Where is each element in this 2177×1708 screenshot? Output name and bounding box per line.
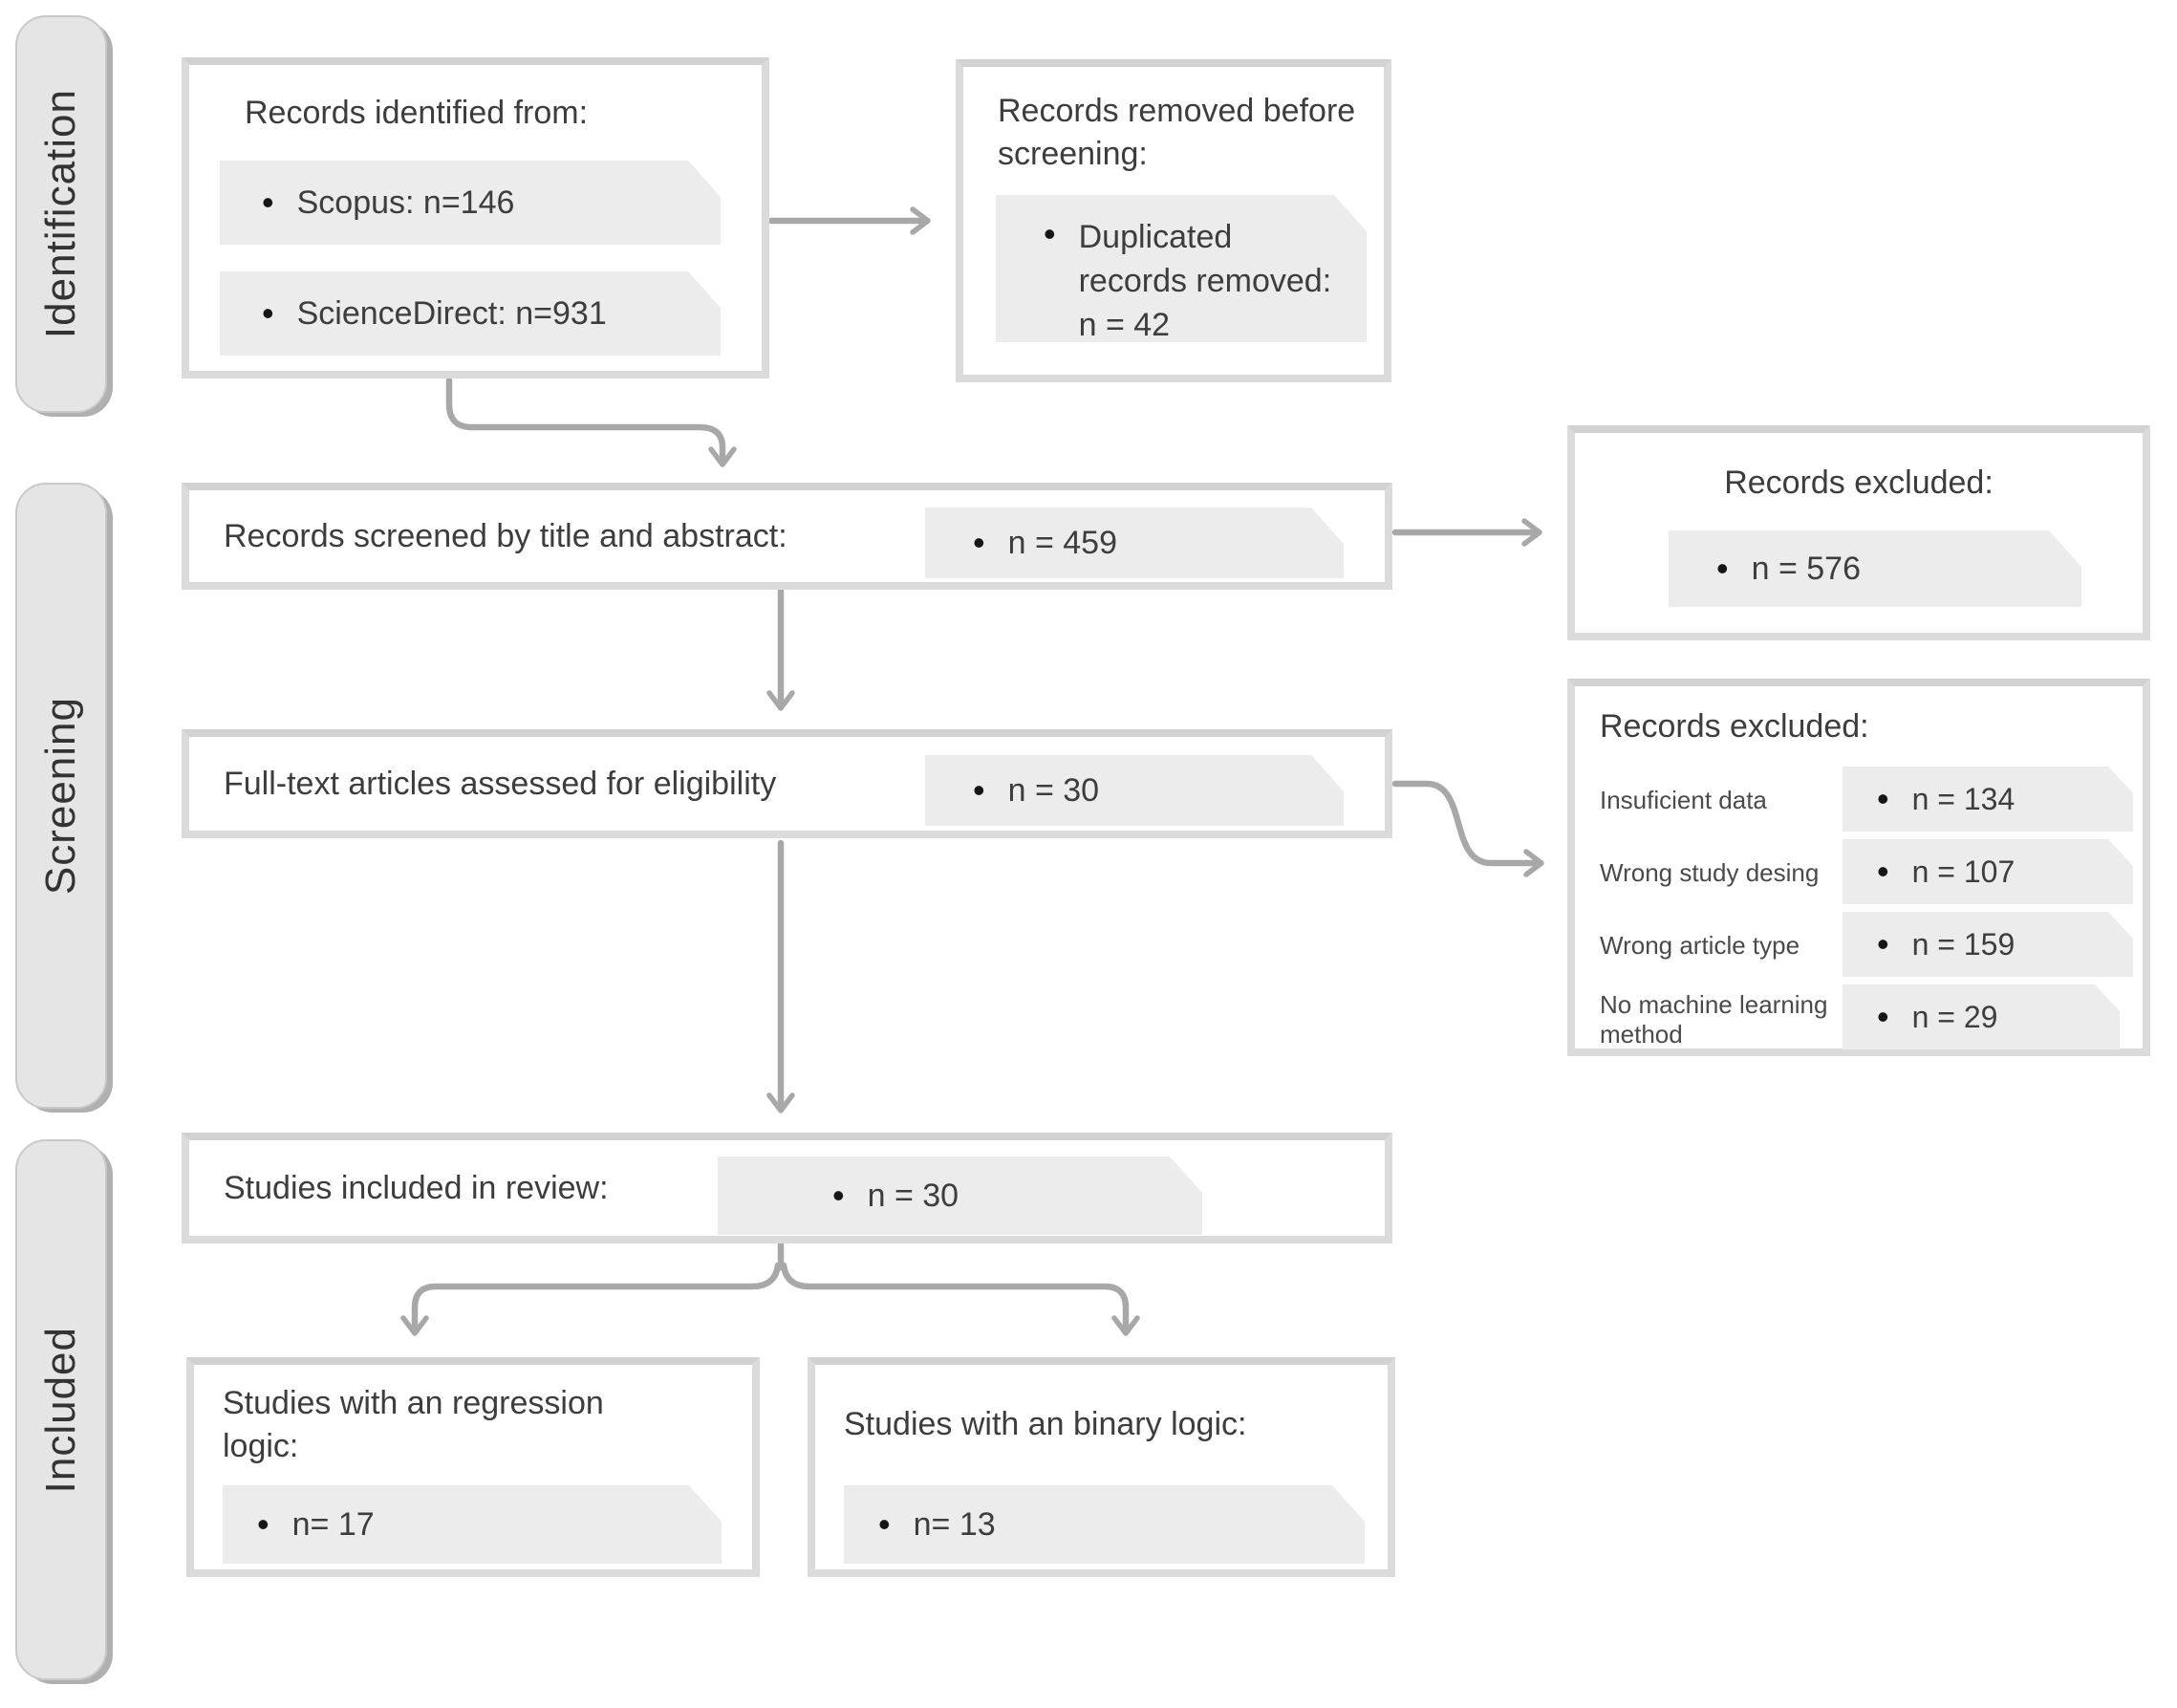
pill-reason-wrong-study-design-count: n = 107 <box>1911 854 2015 889</box>
bullet: • <box>832 1176 845 1215</box>
box-records-excluded-2-title: Records excluded: <box>1600 708 1869 745</box>
stage-pill-identification: Identification <box>15 15 107 413</box>
pill-fulltext-count: • n = 30 <box>925 755 1344 826</box>
box-studies-included: Studies included in review: • n = 30 <box>182 1133 1392 1243</box>
box-regression-logic: Studies with an regression logic: • n= 1… <box>186 1357 760 1577</box>
bullet: • <box>1044 214 1056 253</box>
stage-pill-included: Included <box>15 1139 107 1680</box>
bullet: • <box>1877 997 1889 1036</box>
pill-sciencedirect-text: ScienceDirect: n=931 <box>296 294 607 332</box>
stage-pill-screening: Screening <box>15 483 107 1109</box>
connector-fulltext-to-excluded <box>1391 780 1544 877</box>
bullet: • <box>973 770 985 810</box>
reason-label-wrong-study-design: Wrong study desing <box>1600 858 1820 887</box>
box-records-removed-title: Records removed before screening: <box>998 93 1356 172</box>
box-records-identified: Records identified from: • Scopus: n=146… <box>182 57 769 378</box>
box-records-screened: Records screened by title and abstract: … <box>182 483 1392 590</box>
stage-label-included: Included <box>37 1326 84 1494</box>
bullet: • <box>1877 852 1889 891</box>
pill-screened-count: • n = 459 <box>925 508 1344 578</box>
box-binary-logic-title: Studies with an binary logic: <box>844 1406 1247 1442</box>
box-binary-logic: Studies with an binary logic: • n= 13 <box>808 1357 1395 1577</box>
pill-excluded-1-count-text: n = 576 <box>1751 550 1861 587</box>
box-records-excluded-1: Records excluded: • n = 576 <box>1567 425 2150 640</box>
pill-reason-no-ml-method: • n = 29 <box>1843 984 2120 1049</box>
box-records-excluded-2: Records excluded: Insuficient data • n =… <box>1567 679 2150 1056</box>
pill-included-count: • n = 30 <box>718 1157 1202 1235</box>
bullet: • <box>1877 779 1889 818</box>
box-records-screened-title: Records screened by title and abstract: <box>224 517 787 554</box>
pill-screened-count-text: n = 459 <box>1007 524 1117 561</box>
bullet: • <box>257 1504 269 1544</box>
pill-duplicates-removed-text: Duplicated records removed: n = 42 <box>1078 219 1332 343</box>
pill-scopus-text: Scopus: n=146 <box>296 184 515 221</box>
pill-binary-count: • n= 13 <box>844 1485 1365 1564</box>
reason-label-insufficient-data: Insuficient data <box>1600 786 1767 814</box>
pill-reason-insufficient-data: • n = 134 <box>1843 767 2133 832</box>
connector-identified-to-screened <box>445 377 737 467</box>
bullet: • <box>1716 549 1729 588</box>
pill-binary-count-text: n= 13 <box>913 1505 996 1543</box>
pill-reason-wrong-article-type: • n = 159 <box>1843 912 2133 977</box>
bullet: • <box>262 293 274 333</box>
stage-label-screening: Screening <box>37 696 84 896</box>
reason-label-no-ml-method: No machine learning method <box>1600 990 1828 1049</box>
pill-scopus: • Scopus: n=146 <box>220 161 721 245</box>
box-fulltext-assessed: Full-text articles assessed for eligibil… <box>182 729 1392 838</box>
bullet: • <box>878 1504 891 1544</box>
pill-reason-insufficient-data-count: n = 134 <box>1911 781 2015 816</box>
bullet: • <box>1877 924 1889 963</box>
pill-reason-no-ml-method-count: n = 29 <box>1911 999 1998 1034</box>
pill-duplicates-removed: • Duplicated records removed: n = 42 <box>996 195 1367 342</box>
pill-sciencedirect: • ScienceDirect: n=931 <box>220 271 721 356</box>
connector-split-left <box>400 1262 782 1336</box>
pill-fulltext-count-text: n = 30 <box>1007 771 1100 809</box>
pill-regression-count-text: n= 17 <box>291 1505 375 1543</box>
box-records-excluded-1-title: Records excluded: <box>1724 465 1994 501</box>
pill-reason-wrong-article-type-count: n = 159 <box>1911 926 2015 962</box>
box-fulltext-assessed-title: Full-text articles assessed for eligibil… <box>224 765 777 802</box>
box-records-removed: Records removed before screening: • Dupl… <box>956 59 1391 382</box>
pill-excluded-1-count: • n = 576 <box>1669 530 2081 607</box>
box-records-identified-title: Records identified from: <box>245 95 589 131</box>
connector-split-right <box>780 1262 1140 1336</box>
pill-reason-wrong-study-design: • n = 107 <box>1843 839 2133 904</box>
bullet: • <box>973 523 985 562</box>
bullet: • <box>262 183 274 222</box>
stage-label-identification: Identification <box>37 89 84 339</box>
box-studies-included-title: Studies included in review: <box>224 1169 609 1206</box>
pill-regression-count: • n= 17 <box>223 1485 722 1564</box>
reason-label-wrong-article-type: Wrong article type <box>1600 931 1800 960</box>
box-regression-logic-title: Studies with an regression logic: <box>223 1385 604 1464</box>
pill-included-count-text: n = 30 <box>867 1177 959 1214</box>
